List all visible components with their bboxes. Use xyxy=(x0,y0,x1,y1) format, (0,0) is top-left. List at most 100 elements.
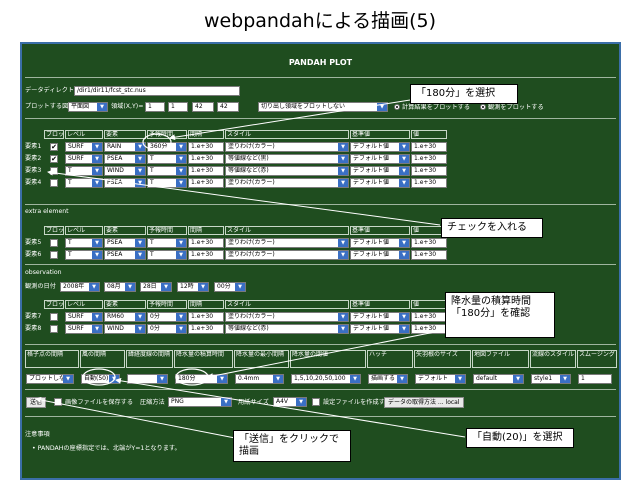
region-x1-input[interactable]: 1 xyxy=(145,102,165,112)
option-4-select[interactable]: 0.4mm▼ xyxy=(235,374,284,384)
style-select[interactable]: 塗りわけ(カラー)▼ xyxy=(225,178,349,188)
ref-select[interactable]: デフォルト値▼ xyxy=(350,238,410,248)
option-10-input[interactable]: 1 xyxy=(578,374,612,384)
level-value: T xyxy=(68,179,72,186)
time-select[interactable]: 360分▼ xyxy=(147,142,187,152)
level-select[interactable]: T▼ xyxy=(65,238,103,248)
time-select[interactable]: 0分▼ xyxy=(147,312,187,322)
radio-calc[interactable]: 計算結果をプロットする xyxy=(394,104,470,111)
interval-input[interactable]: 1.e+30 xyxy=(188,238,224,248)
make-setting-checkbox[interactable] xyxy=(312,398,320,406)
option-header: 降水量の最小間隔 xyxy=(234,350,289,368)
plot-checkbox[interactable]: ✔ xyxy=(50,155,58,163)
plot-checkbox[interactable] xyxy=(50,251,58,259)
ref-select[interactable]: デフォルト値▼ xyxy=(350,154,410,164)
region-y2-input[interactable]: 42 xyxy=(217,102,239,112)
option-7-select[interactable]: デフォルト▼ xyxy=(415,374,466,384)
interval-input[interactable]: 1.e+30 xyxy=(188,142,224,152)
obs-month-select[interactable]: 08月▼ xyxy=(104,282,136,292)
region-y1-input[interactable]: 42 xyxy=(192,102,214,112)
plot-checkbox[interactable] xyxy=(50,167,58,175)
obs-min-select[interactable]: 00分▼ xyxy=(214,282,246,292)
elem-select[interactable]: PSEA▼ xyxy=(104,250,146,260)
style-select[interactable]: 等値線など(赤)▼ xyxy=(225,324,349,334)
level-select[interactable]: T▼ xyxy=(65,166,103,176)
compress-select[interactable]: PNG▼ xyxy=(168,397,232,407)
time-select[interactable]: T▼ xyxy=(147,154,187,164)
interval-input[interactable]: 1.e+30 xyxy=(188,178,224,188)
interval-input[interactable]: 1.e+30 xyxy=(188,250,224,260)
time-select[interactable]: T▼ xyxy=(147,250,187,260)
val-input[interactable]: 1.e+30 xyxy=(411,238,447,248)
option-8-select[interactable]: default▼ xyxy=(473,374,524,384)
val-input[interactable]: 1.e+30 xyxy=(411,178,447,188)
plot-checkbox[interactable] xyxy=(50,325,58,333)
style-select[interactable]: 塗りわけ(カラー)▼ xyxy=(225,142,349,152)
plot-fig-select[interactable]: 平面図▼ xyxy=(68,102,108,112)
ref-select[interactable]: デフォルト値▼ xyxy=(350,324,410,334)
style-select[interactable]: 等値線など(黒)▼ xyxy=(225,154,349,164)
elem-select[interactable]: RAIN▼ xyxy=(104,142,146,152)
save-image-checkbox[interactable] xyxy=(54,398,62,406)
level-select[interactable]: SURF▼ xyxy=(65,154,103,164)
ref-select[interactable]: デフォルト値▼ xyxy=(350,178,410,188)
paper-select[interactable]: A4V▼ xyxy=(273,397,307,407)
style-select[interactable]: 塗りわけ(カラー)▼ xyxy=(225,312,349,322)
elem-select[interactable]: RM60▼ xyxy=(104,312,146,322)
ref-select[interactable]: デフォルト値▼ xyxy=(350,142,410,152)
val-input[interactable]: 1.e+30 xyxy=(411,142,447,152)
option-0-select[interactable]: プロットしない▼ xyxy=(26,374,74,384)
elem-select[interactable]: WIND▼ xyxy=(104,324,146,334)
val-input[interactable]: 1.e+30 xyxy=(411,312,447,322)
level-select[interactable]: SURF▼ xyxy=(65,142,103,152)
plot-checkbox[interactable] xyxy=(50,239,58,247)
data-method-button[interactable]: データの取得方法 ... local xyxy=(384,397,464,408)
send-button[interactable]: 送信 xyxy=(26,397,47,408)
style-select[interactable]: 塗りわけ(カラー)▼ xyxy=(225,238,349,248)
time-select[interactable]: T▼ xyxy=(147,178,187,188)
style-select[interactable]: 等値線など(赤)▼ xyxy=(225,166,349,176)
obs-hour-select[interactable]: 12時▼ xyxy=(177,282,209,292)
time-select[interactable]: 0分▼ xyxy=(147,324,187,334)
elem-select[interactable]: PSEA▼ xyxy=(104,238,146,248)
interval-input[interactable]: 1.e+30 xyxy=(188,154,224,164)
interval-input[interactable]: 1.e+30 xyxy=(188,312,224,322)
plot-checkbox[interactable]: ✔ xyxy=(50,143,58,151)
option-6-select[interactable]: 描画する▼ xyxy=(368,374,408,384)
region-x2-input[interactable]: 1 xyxy=(168,102,188,112)
val-input[interactable]: 1.e+30 xyxy=(411,166,447,176)
level-select[interactable]: T▼ xyxy=(65,250,103,260)
plot-checkbox[interactable] xyxy=(50,313,58,321)
level-select[interactable]: T▼ xyxy=(65,178,103,188)
time-select[interactable]: T▼ xyxy=(147,166,187,176)
option-9-select[interactable]: style1▼ xyxy=(531,374,571,384)
ref-select[interactable]: デフォルト値▼ xyxy=(350,250,410,260)
elem-select[interactable]: PSEA▼ xyxy=(104,154,146,164)
obs-year-select[interactable]: 2008年▼ xyxy=(60,282,100,292)
val-input[interactable]: 1.e+30 xyxy=(411,154,447,164)
level-select[interactable]: SURF▼ xyxy=(65,312,103,322)
data-dir-input[interactable]: /dir1/dir11/fcst_stc.nus xyxy=(74,86,240,96)
option-value: 自動(50) xyxy=(84,375,109,382)
option-3-select[interactable]: 180分▼ xyxy=(175,374,228,384)
val-input[interactable]: 1.e+30 xyxy=(411,324,447,334)
obs-day-select[interactable]: 28日▼ xyxy=(140,282,172,292)
plot-checkbox[interactable] xyxy=(50,179,58,187)
radio-obs[interactable]: 観測をプロットする xyxy=(480,104,544,111)
time-select[interactable]: T▼ xyxy=(147,238,187,248)
interval-input[interactable]: 1.e+30 xyxy=(188,166,224,176)
level-select[interactable]: SURF▼ xyxy=(65,324,103,334)
ref-select[interactable]: デフォルト値▼ xyxy=(350,166,410,176)
chevron-down-icon: ▼ xyxy=(135,167,145,175)
ref-select[interactable]: デフォルト値▼ xyxy=(350,312,410,322)
interval-input[interactable]: 1.e+30 xyxy=(188,324,224,334)
option-1-select[interactable]: 自動(50)▼ xyxy=(81,374,120,384)
cutout-select[interactable]: 切り出し領域をプロットしない▼ xyxy=(258,102,388,112)
val-input[interactable]: 1.e+30 xyxy=(411,250,447,260)
option-5-select[interactable]: 1,5,10,20,50,100▼ xyxy=(291,374,361,384)
elem-select[interactable]: PSEA▼ xyxy=(104,178,146,188)
callout-select-auto: 「自動(20)」を選択 xyxy=(466,428,574,448)
elem-select[interactable]: WIND▼ xyxy=(104,166,146,176)
style-select[interactable]: 塗りわけ(カラー)▼ xyxy=(225,250,349,260)
option-2-select[interactable]: ▼ xyxy=(127,374,168,384)
